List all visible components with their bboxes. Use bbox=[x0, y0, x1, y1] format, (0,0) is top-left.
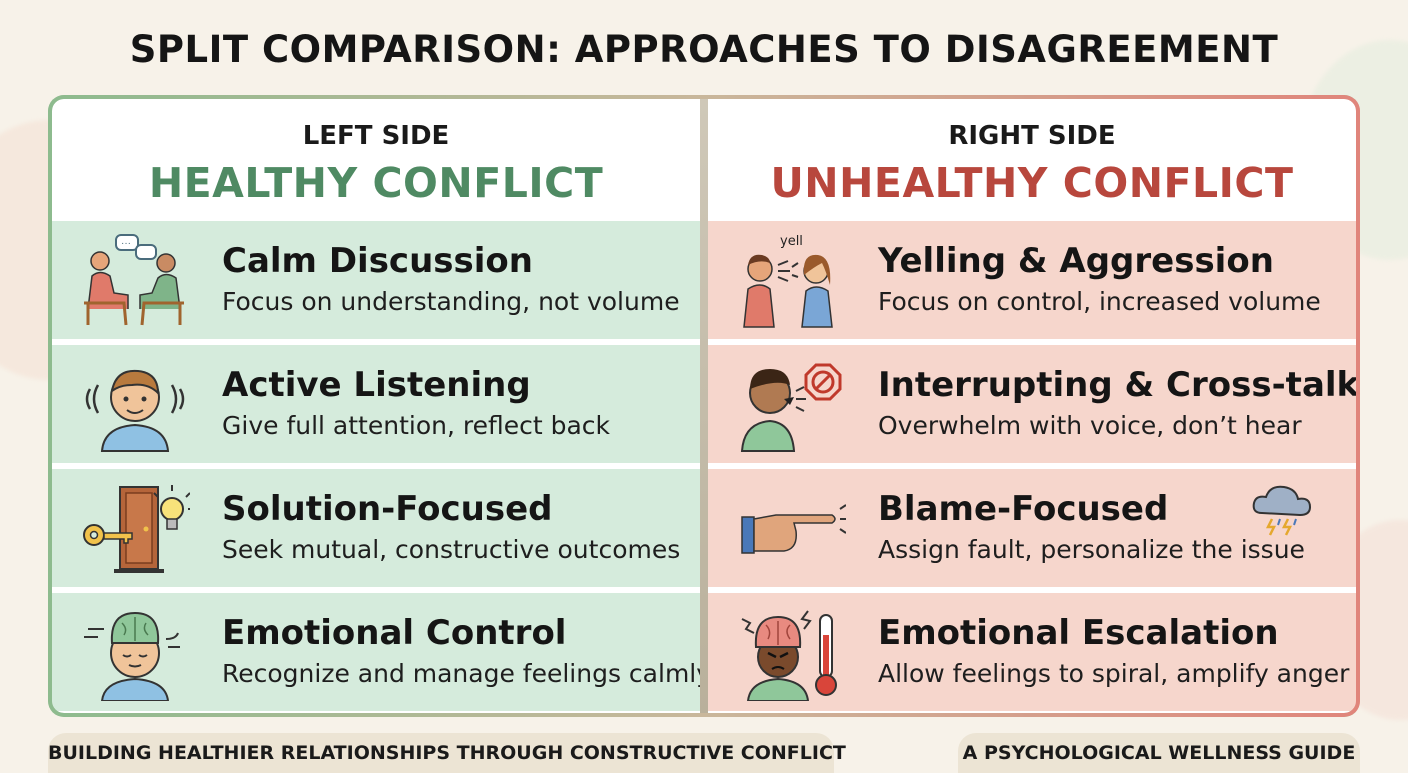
list-item-calm-discussion: ··· Calm Discussion Focus on understandi… bbox=[52, 221, 700, 339]
svg-text:···: ··· bbox=[121, 238, 131, 249]
unhealthy-header: RIGHT SIDE UNHEALTHY CONFLICT bbox=[708, 99, 1356, 221]
listening-person-icon bbox=[85, 369, 185, 452]
item-title: Active Listening bbox=[222, 365, 531, 405]
item-description: Overwhelm with voice, don’t hear bbox=[878, 411, 1302, 440]
item-title: Yelling & Aggression bbox=[878, 241, 1274, 281]
item-title: Emotional Escalation bbox=[878, 613, 1279, 653]
healthy-header: LEFT SIDE HEALTHY CONFLICT bbox=[52, 99, 700, 221]
item-title: Calm Discussion bbox=[222, 241, 533, 281]
list-item-emotional-control: Emotional Control Recognize and manage f… bbox=[52, 593, 711, 711]
item-title: Emotional Control bbox=[222, 613, 567, 653]
item-description: Focus on control, increased volume bbox=[878, 287, 1321, 316]
list-item-blame-focused: Blame-Focused Assign fault, personalize … bbox=[708, 469, 1356, 587]
healthy-heading: HEALTHY CONFLICT bbox=[148, 159, 604, 207]
list-item-emotional-escalation: Emotional Escalation Allow feelings to s… bbox=[708, 593, 1356, 711]
pointing-finger-icon bbox=[741, 504, 846, 554]
people-yelling-icon: yell bbox=[743, 234, 833, 328]
right-side-label: RIGHT SIDE bbox=[948, 121, 1116, 151]
left-side-label: LEFT SIDE bbox=[302, 121, 450, 151]
storm-cloud-icon bbox=[1252, 485, 1312, 536]
item-title: Interrupting & Cross-talk bbox=[878, 365, 1360, 405]
item-description: Assign fault, personalize the issue bbox=[878, 535, 1305, 564]
page-title: SPLIT COMPARISON: APPROACHES TO DISAGREE… bbox=[129, 28, 1279, 71]
item-title: Solution-Focused bbox=[222, 489, 553, 529]
item-description: Recognize and manage feelings calmly bbox=[222, 659, 712, 688]
footer-right-banner: A PSYCHOLOGICAL WELLNESS GUIDE bbox=[958, 733, 1360, 773]
two-people-talking-icon: ··· bbox=[84, 234, 184, 326]
item-title: Blame-Focused bbox=[878, 489, 1169, 529]
item-description: Seek mutual, constructive outcomes bbox=[222, 535, 681, 564]
interrupting-person-icon bbox=[740, 363, 842, 452]
key-door-lightbulb-icon bbox=[83, 485, 190, 573]
item-description: Allow feelings to spiral, amplify anger bbox=[878, 659, 1350, 688]
item-description: Give full attention, reflect back bbox=[222, 411, 611, 440]
comparison-panel: LEFT SIDE HEALTHY CONFLICT ··· Calm Disc… bbox=[48, 95, 1360, 717]
yell-label: yell bbox=[780, 234, 803, 249]
angry-brain-thermometer-icon bbox=[741, 610, 837, 701]
column-divider bbox=[700, 99, 708, 713]
calm-brain-person-icon bbox=[84, 611, 180, 701]
unhealthy-column: RIGHT SIDE UNHEALTHY CONFLICT yell Yelli… bbox=[708, 99, 1356, 713]
footer-left-banner: BUILDING HEALTHIER RELATIONSHIPS THROUGH… bbox=[48, 733, 846, 773]
unhealthy-heading: UNHEALTHY CONFLICT bbox=[770, 159, 1294, 207]
item-description: Focus on understanding, not volume bbox=[222, 287, 680, 316]
list-item-yelling-aggression: yell Yelling & Aggression Focus on contr… bbox=[708, 221, 1356, 339]
list-item-interrupting: Interrupting & Cross-talk Overwhelm with… bbox=[708, 345, 1356, 463]
healthy-column: LEFT SIDE HEALTHY CONFLICT ··· Calm Disc… bbox=[52, 99, 711, 713]
list-item-active-listening: Active Listening Give full attention, re… bbox=[52, 345, 700, 463]
list-item-solution-focused: Solution-Focused Seek mutual, constructi… bbox=[52, 469, 700, 587]
